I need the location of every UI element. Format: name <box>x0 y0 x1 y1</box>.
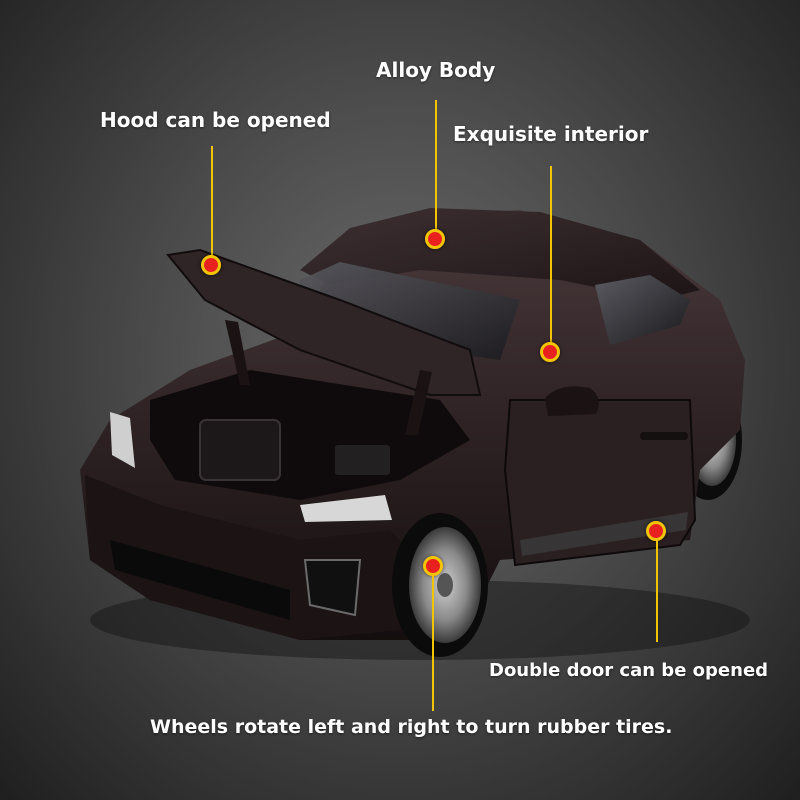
callout-alloy-body-label: Alloy Body <box>376 58 496 82</box>
callout-hood-dot <box>201 255 221 275</box>
callout-interior-label: Exquisite interior <box>453 122 649 146</box>
callout-wheels-dot <box>423 556 443 576</box>
callout-hood-line <box>211 146 213 256</box>
headlight-left <box>110 412 135 468</box>
callout-alloy-body-line <box>435 100 437 232</box>
open-hood <box>166 248 482 396</box>
callout-door-dot <box>646 521 666 541</box>
callout-hood-label: Hood can be opened <box>100 108 331 132</box>
callout-interior-line <box>550 166 552 344</box>
callout-alloy-body-dot <box>425 229 445 249</box>
side-window <box>595 275 690 345</box>
headlight-right <box>300 495 392 522</box>
callout-wheels-label: Wheels rotate left and right to turn rub… <box>150 716 673 738</box>
car-roof <box>300 208 700 300</box>
front-grille <box>110 540 290 620</box>
callout-interior-dot <box>540 342 560 362</box>
front-wheel <box>392 513 488 657</box>
callout-door-line <box>656 540 658 642</box>
callout-wheels-line <box>432 575 434 711</box>
callout-door-label: Double door can be opened <box>489 660 769 681</box>
